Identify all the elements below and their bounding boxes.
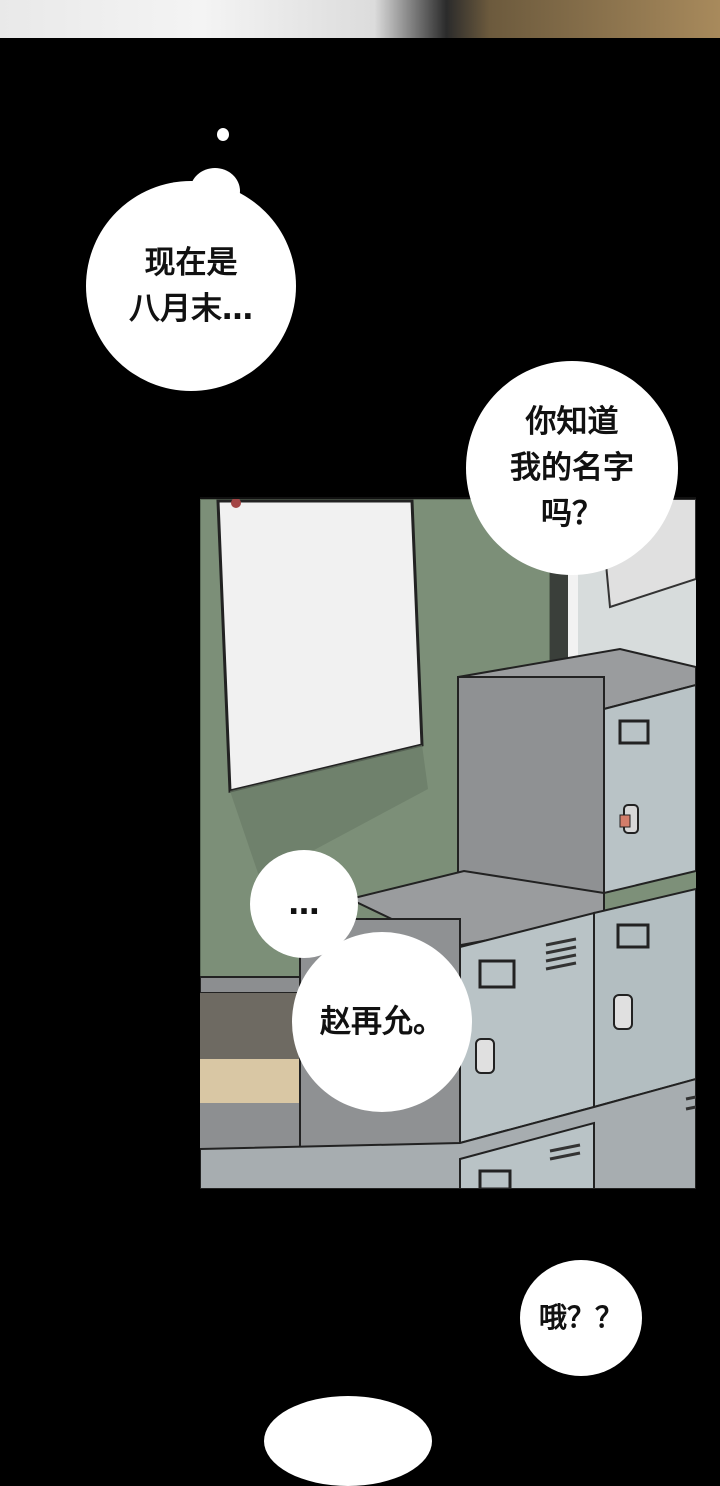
partial-speech-bubble — [264, 1396, 432, 1486]
locker-side — [457, 676, 605, 894]
pushpin — [231, 499, 241, 508]
speech-text-2: 你知道 我的名字 吗？ — [510, 404, 634, 532]
speech-bubble-5: 哦？？ — [522, 1262, 640, 1374]
speech-bubble-1: 现在是 八月末… — [88, 183, 294, 389]
locker-door-3 — [593, 887, 696, 1109]
classroom-locker-panel — [200, 497, 696, 1189]
bubble-tail-dot — [217, 128, 229, 141]
speech-text-1: 现在是 八月末… — [129, 245, 253, 327]
locker-door-1 — [603, 683, 696, 895]
locker-illustration — [200, 499, 696, 1189]
speech-bubble-4: 赵再允。 — [294, 934, 470, 1110]
speech-text-3: … — [288, 886, 320, 922]
speech-bubble-2: 你知道 我的名字 吗？ — [468, 363, 676, 573]
speech-bubble-3: … — [252, 852, 356, 956]
paper-poster — [216, 499, 424, 793]
previous-panel-edge — [0, 0, 720, 42]
speech-text-4: 赵再允。 — [320, 1004, 444, 1040]
speech-text-5: 哦？？ — [538, 1301, 623, 1334]
